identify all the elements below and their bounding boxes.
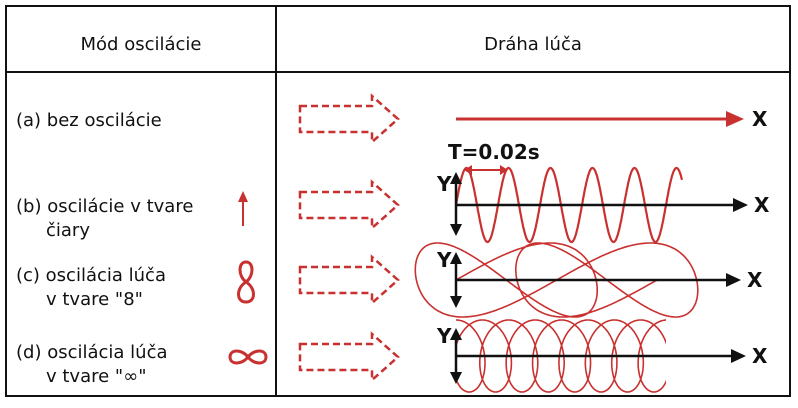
row-a-label: (a) bez oscilácie xyxy=(16,110,162,131)
period-label: T=0.02s xyxy=(448,140,540,164)
row-b-label-line2: čiary xyxy=(46,220,90,241)
x-axis-label-a: X xyxy=(752,107,768,131)
figure-eight-oscillation-path xyxy=(414,242,741,318)
y-axis-label-b: Y xyxy=(437,172,452,196)
y-axis-label-c: Y xyxy=(437,248,452,272)
infinity-icon xyxy=(228,349,268,365)
straight-beam-path xyxy=(456,111,744,127)
header-path-column: Dráha lúča xyxy=(484,34,582,55)
infinity-oscillation-path xyxy=(450,319,746,393)
row-c-label-line2: v tvare "8" xyxy=(46,289,143,310)
y-axis-label-d: Y xyxy=(437,324,452,348)
sine-oscillation-path xyxy=(450,165,748,244)
dashed-arrow-icon xyxy=(298,254,400,306)
x-axis-label-c: X xyxy=(747,268,763,292)
row-b-label: (b) oscilácie v tvare xyxy=(16,196,194,217)
row-d-label-line2: v tvare "∞" xyxy=(46,366,147,387)
header-mode-column: Mód oscilácie xyxy=(80,34,202,55)
figure-eight-icon xyxy=(237,260,255,304)
dashed-arrow-icon xyxy=(298,179,400,231)
line-oscillation-icon xyxy=(238,191,248,226)
row-c-label: (c) oscilácia lúča xyxy=(16,265,166,286)
x-axis-label-b: X xyxy=(754,193,770,217)
row-d-label: (d) oscilácia lúča xyxy=(16,342,168,363)
dashed-arrow-icon xyxy=(298,331,400,383)
x-axis-label-d: X xyxy=(752,344,768,368)
dashed-arrow-icon xyxy=(298,93,400,145)
